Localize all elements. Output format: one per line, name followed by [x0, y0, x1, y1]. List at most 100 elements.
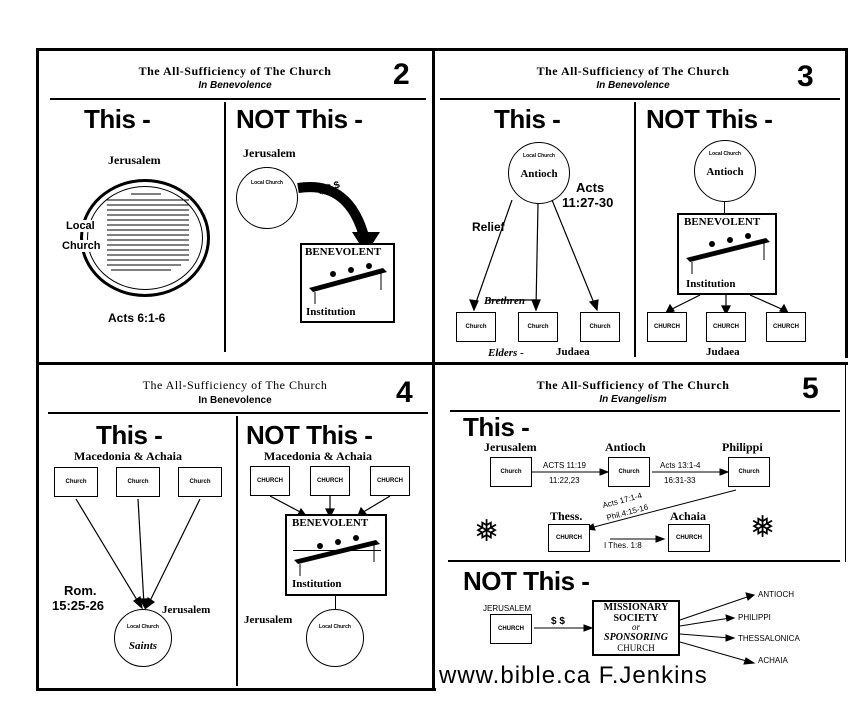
p4-table-illustration [294, 535, 380, 576]
p4-saints-label: Saints [128, 640, 158, 652]
p3-brethren: Brethren [484, 295, 525, 307]
p5-thess: Thess. [550, 509, 583, 523]
p5-dest-achaia: ACHAIA [758, 656, 788, 665]
p3-not-this-label: NOT This - [646, 104, 773, 134]
p3-church-box-1: Church [456, 312, 496, 342]
p4-institution-label: Institution [292, 578, 342, 590]
p3-acts-ref: 11:27-30 [562, 195, 614, 210]
p5-subtitle: In Evangelism [599, 394, 667, 405]
p5-flower-left: ❅ [474, 515, 500, 548]
p3-church-box-right-2: CHURCH [706, 312, 746, 342]
p4-macedonia-right: Macedonia & Achaia [264, 449, 372, 463]
p4-this-arrows [75, 498, 201, 610]
p2-not-this-label: NOT This - [236, 104, 363, 134]
outer-border-bottom [36, 688, 436, 691]
p3-acts: Acts [576, 180, 605, 195]
p2-benevolent-box [300, 243, 395, 323]
p4-number: 4 [396, 376, 413, 409]
p3-distribution-arrows [469, 200, 599, 312]
p3-header-rule [440, 98, 840, 100]
p4-split-rule [236, 416, 238, 686]
p5-mid-rule [448, 560, 840, 562]
p5-acts-11-19: ACTS 11:19 [543, 461, 586, 470]
p3-antioch-circle [508, 142, 570, 204]
p4-jerusalem-right: Jerusalem [244, 614, 293, 626]
p3-judaea-right: Judaea [706, 346, 740, 358]
p5-number: 5 [802, 372, 819, 405]
p5-mission-arrows [532, 468, 737, 543]
p5-thess-box: CHURCH [548, 524, 590, 552]
p4-saints-circle [114, 609, 172, 667]
divider-vertical [432, 48, 435, 691]
p5-society-arrows [534, 592, 756, 665]
p2-title: The All-Sufficiency of The Church [138, 64, 332, 78]
p3-number: 3 [797, 60, 814, 93]
p4-link-line [335, 596, 336, 610]
p2-inner-circle [87, 186, 203, 290]
p3-institution-label: Institution [686, 278, 736, 290]
p5-achaia: Achaia [670, 509, 706, 523]
p2-scripture-lines [107, 193, 189, 271]
p3-elders: Elders - [488, 347, 524, 359]
p2-jerusalem-left: Jerusalem [108, 153, 161, 167]
p5-title: The All-Sufficiency of The Church [536, 378, 730, 392]
p3-benevolent-label: BENEVOLENT [684, 216, 761, 228]
p5-or: or [631, 622, 640, 632]
p5-philippi: Philippi [722, 440, 763, 454]
p2-benevolent-label: BENEVOLENT [305, 246, 382, 258]
p5-church-word: CHURCH [617, 643, 655, 653]
p5-flower-right: ❅ [750, 511, 776, 544]
p5-dest-antioch: ANTIOCH [758, 590, 794, 599]
p4-church-box-2: Church [116, 467, 160, 497]
p3-church-box-right-3: CHURCH [766, 312, 806, 342]
p5-i-thess: I Thes. 1:8 [604, 541, 642, 550]
p2-institution-label: Institution [306, 306, 356, 318]
p3-not-arrows [664, 294, 790, 315]
p5-money: $ $ [551, 616, 565, 627]
p3-church-box-right-1: CHURCH [647, 312, 687, 342]
p4-local-church-small: Local Church [127, 624, 159, 630]
p5-antioch: Antioch [605, 440, 646, 454]
source-url: www.bible.ca F.Jenkins [439, 662, 708, 689]
p3-antioch-label: Antioch [520, 168, 558, 180]
p5-header-rule [450, 410, 840, 412]
p2-church-label: Church [62, 240, 101, 252]
p3-antioch-right: Antioch [706, 166, 744, 178]
p2-local-church-small: Local Church [251, 180, 283, 186]
p5-society: SOCIETY [613, 613, 659, 624]
p2-scripture-text [101, 190, 193, 282]
p5-acts-13-1: Acts 13:1-4 [660, 461, 701, 470]
p4-not-this-label: NOT This - [246, 420, 373, 450]
p3-judaea-left: Judaea [556, 346, 590, 358]
p5-ref-11-22: 11:22,23 [549, 476, 580, 485]
p4-header-rule [48, 412, 428, 414]
p5-not-this-label: NOT This - [463, 566, 590, 596]
p4-rom: Rom. [64, 583, 97, 598]
p5-achaia-box: CHURCH [668, 524, 710, 552]
p3-table-illustration [686, 233, 770, 274]
p5-ref-16-31: 16:31-33 [664, 476, 696, 485]
p2-jerusalem-right: Jerusalem [243, 146, 296, 160]
p4-local-church-circle-right [306, 609, 364, 667]
p4-church-box-3: Church [178, 467, 222, 497]
panel5-right-border [845, 362, 846, 562]
p2-table-illustration [309, 263, 387, 304]
p2-local-label: Local [66, 220, 95, 232]
p4-local-church-small-right: Local Church [319, 624, 351, 630]
p4-church-box-right-3: CHURCH [370, 466, 410, 496]
p2-number: 2 [393, 58, 410, 91]
p5-jerusalem-box: Church [490, 457, 532, 487]
p3-local-church-small-right: Local Church [709, 151, 741, 157]
outer-border-right [845, 48, 848, 358]
p3-link-line [724, 202, 725, 214]
p2-header-rule [50, 98, 426, 100]
p4-benevolent-label: BENEVOLENT [292, 517, 369, 529]
p3-subtitle: In Benevolence [596, 80, 670, 91]
p4-title: The All-Sufficiency of The Church [142, 378, 328, 392]
p2-subtitle: In Benevolence [198, 80, 272, 91]
p5-sponsoring: SPONSORING [604, 632, 668, 643]
p3-split-rule [634, 102, 636, 357]
p5-jerusalem-church-box: CHURCH [490, 614, 532, 644]
p4-rom-ref: 15:25-26 [52, 598, 105, 613]
